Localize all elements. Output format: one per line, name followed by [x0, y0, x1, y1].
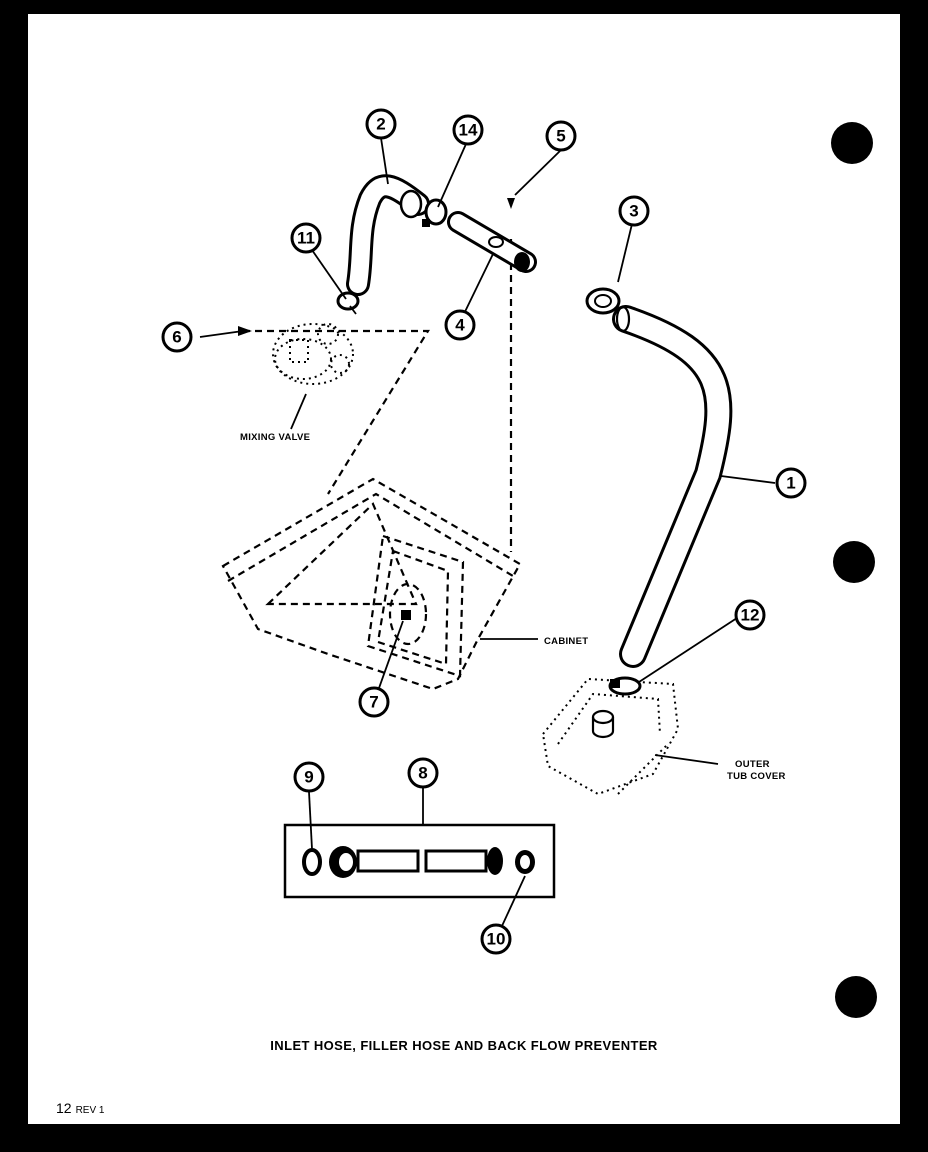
revision-label: REV 1: [75, 1105, 105, 1116]
cabinet-label: CABINET: [544, 636, 588, 647]
tub-cover-label: TUB COVER: [727, 771, 786, 782]
mixing-valve-part: [272, 323, 354, 385]
binder-hole-top: [831, 122, 873, 164]
inlet-hose-part: [346, 174, 430, 296]
callout-6: 6: [161, 321, 193, 353]
svg-text:12: 12: [741, 606, 760, 625]
back-flow-preventer-part: [447, 211, 537, 273]
svg-text:4: 4: [455, 316, 465, 335]
leader-lines: [199, 137, 776, 940]
svg-text:7: 7: [369, 693, 378, 712]
callout-11: 11: [290, 222, 322, 254]
mixing-valve-label: MIXING VALVE: [240, 432, 310, 443]
callout-9: 9: [293, 761, 325, 793]
cabinet-part: [221, 477, 522, 691]
callout-7: 7: [358, 686, 390, 718]
svg-text:1: 1: [786, 474, 795, 493]
callout-8: 8: [407, 757, 439, 789]
callout-1: 1: [775, 467, 807, 499]
callout-10: 10: [480, 923, 512, 955]
hose-clamp-11-part: [336, 291, 360, 315]
callout-2: 2: [365, 108, 397, 140]
diagram-title: INLET HOSE, FILLER HOSE AND BACK FLOW PR…: [270, 1038, 658, 1053]
drawing-sheet: 1 2 3 4 5 6 7 8 9 10 11 12 14 MIXING VAL…: [28, 14, 900, 1124]
svg-text:9: 9: [304, 768, 313, 787]
screw-part: [507, 198, 515, 209]
hose-clamp-12-part: [608, 676, 642, 696]
binder-hole-bottom: [835, 976, 877, 1018]
callout-14: 14: [452, 114, 484, 146]
fill-hose-inset: [283, 823, 556, 899]
outer-label: OUTER: [735, 759, 770, 770]
page-number-value: 12: [56, 1100, 72, 1116]
svg-text:2: 2: [376, 115, 385, 134]
assembly-lines: [243, 239, 513, 552]
exploded-parts-diagram: 1 2 3 4 5 6 7 8 9 10 11 12 14 MIXING VAL…: [161, 108, 807, 955]
hose-clamp-3-part: [585, 287, 621, 315]
callout-3: 3: [618, 195, 650, 227]
svg-text:14: 14: [459, 121, 478, 140]
svg-text:6: 6: [172, 328, 181, 347]
callout-12: 12: [734, 599, 766, 631]
callout-4: 4: [444, 309, 476, 341]
outer-tub-cover-part: [541, 677, 680, 796]
filler-hose-part: [612, 305, 733, 668]
svg-text:8: 8: [418, 764, 427, 783]
binder-hole-middle: [833, 541, 875, 583]
svg-text:3: 3: [629, 202, 638, 221]
svg-text:10: 10: [487, 930, 506, 949]
svg-text:11: 11: [297, 229, 315, 248]
callout-5: 5: [545, 120, 577, 152]
hose-clamp-14-part: [422, 198, 448, 227]
svg-text:5: 5: [556, 127, 565, 146]
